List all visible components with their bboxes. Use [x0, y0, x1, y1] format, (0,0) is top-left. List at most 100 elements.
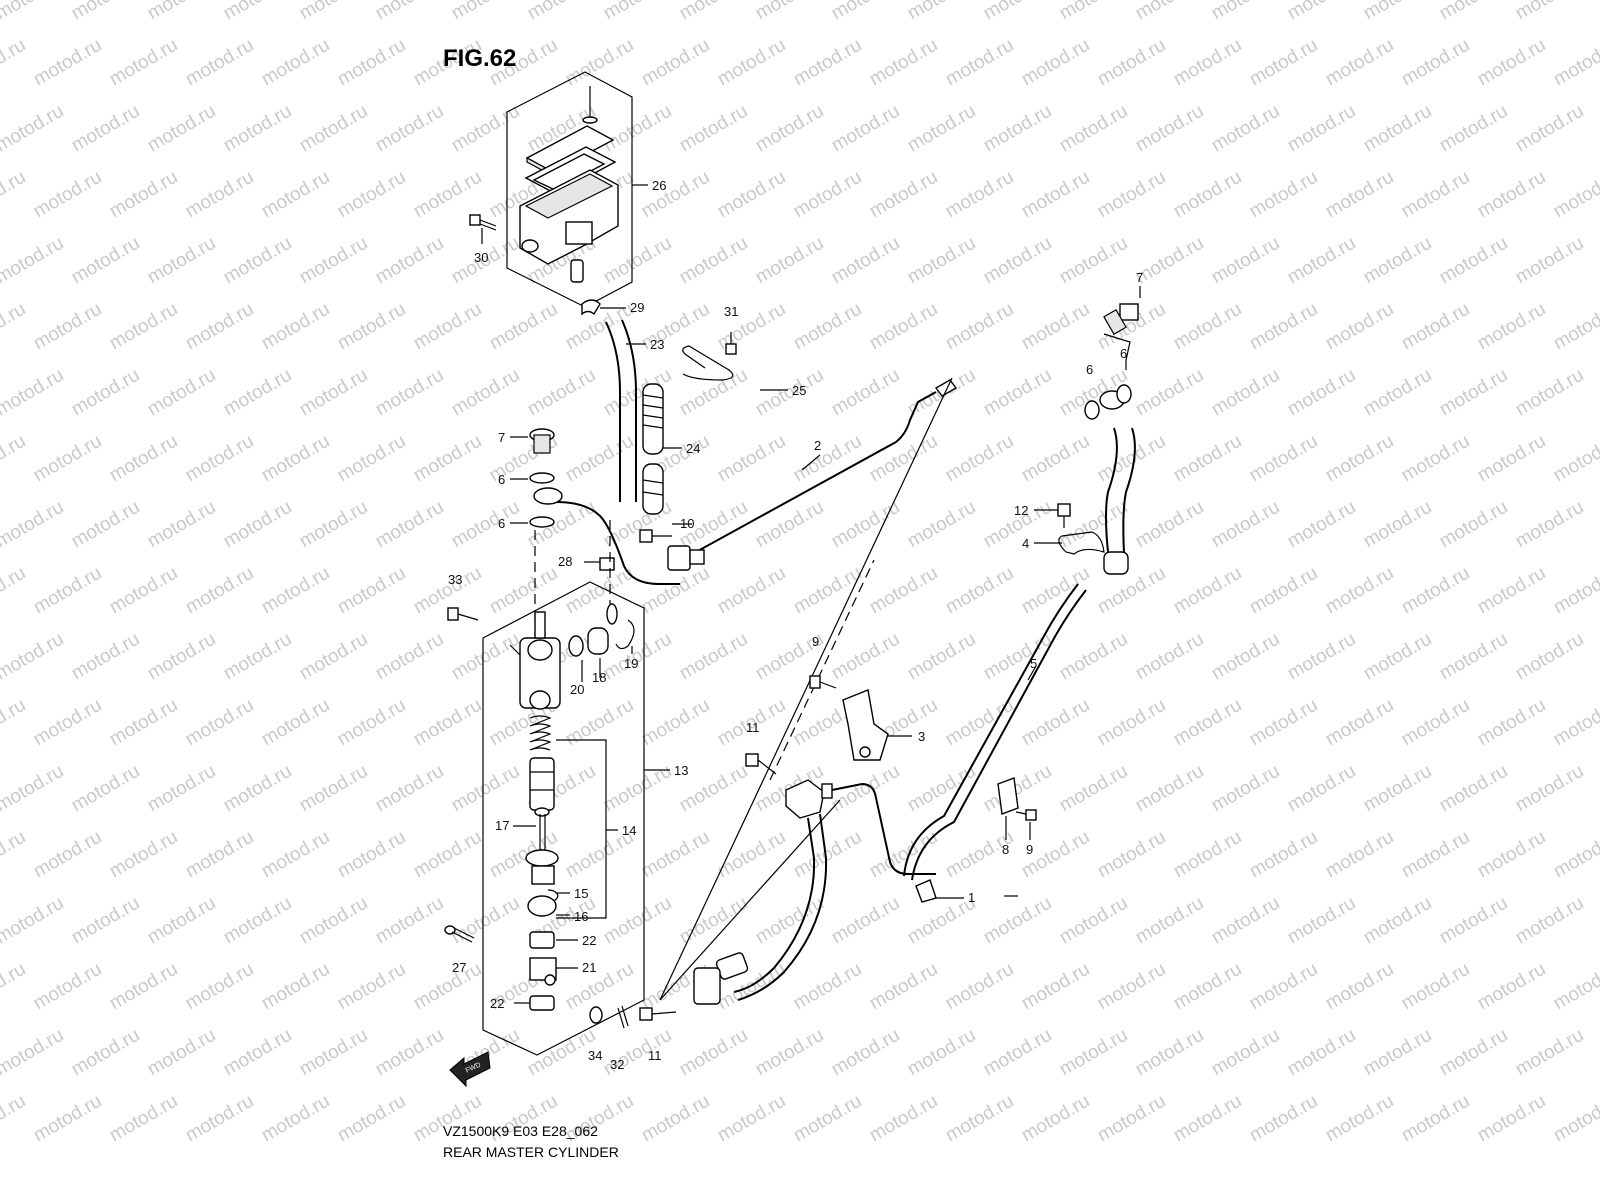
watermark-text: motod.ru — [106, 35, 181, 91]
watermark-text: motod.ru — [1132, 497, 1207, 553]
watermark-text: motod.ru — [372, 497, 447, 553]
watermark-text: motod.ru — [144, 629, 219, 685]
watermark-text: motod.ru — [1550, 299, 1600, 355]
watermark-text: motod.ru — [1018, 167, 1093, 223]
bolt-11-lower — [639, 1007, 677, 1021]
watermark-text: motod.ru — [30, 827, 105, 883]
master-cylinder-body — [509, 611, 561, 710]
watermark-text: motod.ru — [790, 959, 865, 1015]
watermark-text: motod.ru — [1398, 563, 1473, 619]
watermark-text: motod.ru — [0, 563, 29, 619]
watermark-text: motod.ru — [296, 893, 371, 949]
watermark-text: motod.ru — [562, 299, 637, 355]
watermark-text: motod.ru — [1094, 959, 1169, 1015]
watermark-text: motod.ru — [904, 0, 979, 24]
watermark-text: motod.ru — [182, 695, 257, 751]
watermark-text: motod.ru — [410, 167, 485, 223]
brake-pipe-1 — [831, 782, 936, 875]
watermark-text: motod.ru — [980, 101, 1055, 157]
figure-label: FIG.62 — [443, 45, 516, 72]
watermark-layer: motod.ru motod.ru motod.ru motod.ru motod.ru… — [0, 0, 1600, 1146]
watermark-text: motod.ru — [790, 167, 865, 223]
watermark-text: motod.ru — [1436, 629, 1511, 685]
watermark-text: motod.ru — [0, 35, 29, 91]
watermark-text: motod.ru — [68, 0, 143, 24]
watermark-text: motod.ru — [1056, 629, 1131, 685]
watermark-text: motod.ru — [1246, 959, 1321, 1015]
bracket-3 — [842, 689, 889, 761]
watermark-text: motod.ru — [942, 1091, 1017, 1147]
watermark-text: motod.ru — [904, 101, 979, 157]
callout-11-upper: 11 — [746, 720, 760, 735]
hose-clip-4 — [1058, 531, 1105, 555]
watermark-text: motod.ru — [1360, 233, 1435, 289]
bolt-31 — [725, 332, 737, 355]
watermark-text: motod.ru — [904, 629, 979, 685]
watermark-text: motod.ru — [258, 35, 333, 91]
watermark-text: motod.ru — [1474, 431, 1549, 487]
watermark-text: motod.ru — [106, 827, 181, 883]
hose-ferrule — [1103, 551, 1129, 575]
callout-11-lower: 11 — [648, 1048, 662, 1063]
watermark-text: motod.ru — [372, 893, 447, 949]
watermark-text: motod.ru — [1436, 365, 1511, 421]
o-ring-20 — [568, 635, 584, 657]
watermark-text: motod.ru — [562, 695, 637, 751]
watermark-text: motod.ru — [220, 101, 295, 157]
watermark-text: motod.ru — [714, 35, 789, 91]
watermark-text: motod.ru — [334, 563, 409, 619]
watermark-text: motod.ru — [1208, 0, 1283, 24]
watermark-text: motod.ru — [182, 1091, 257, 1147]
watermark-text: motod.ru — [1132, 1025, 1207, 1081]
clip-28 — [599, 557, 615, 571]
watermark-text: motod.ru — [1246, 35, 1321, 91]
watermark-text: motod.ru — [600, 497, 675, 553]
watermark-text: motod.ru — [562, 431, 637, 487]
watermark-text: motod.ru — [904, 761, 979, 817]
boot-16 — [527, 895, 557, 917]
piston-assembly — [529, 757, 555, 811]
watermark-text: motod.ru — [1322, 299, 1397, 355]
watermark-text: motod.ru — [1512, 497, 1587, 553]
union-bolt-7-left — [529, 428, 555, 454]
push-rod-17 — [534, 807, 550, 850]
reservoir-group-frame — [506, 71, 633, 308]
watermark-text: motod.ru — [30, 1091, 105, 1147]
watermark-text: motod.ru — [1284, 629, 1359, 685]
watermark-text: motod.ru — [68, 761, 143, 817]
watermark-text: motod.ru — [600, 893, 675, 949]
watermark-text: motod.ru — [828, 365, 903, 421]
bolt-9-upper — [809, 675, 837, 689]
watermark-text: motod.ru — [1398, 431, 1473, 487]
callout-10: 10 — [680, 516, 694, 531]
watermark-text: motod.ru — [752, 101, 827, 157]
watermark-text: motod.ru — [334, 431, 409, 487]
brake-pipe-2 — [695, 391, 937, 553]
watermark-text: motod.ru — [790, 299, 865, 355]
watermark-text: motod.ru — [1018, 563, 1093, 619]
watermark-text: motod.ru — [638, 563, 713, 619]
watermark-text: motod.ru — [714, 431, 789, 487]
watermark-text: motod.ru — [296, 497, 371, 553]
callout-28: 28 — [558, 554, 572, 569]
callout-1: 1 — [968, 890, 975, 905]
circlip-19 — [615, 619, 635, 650]
watermark-text: motod.ru — [30, 695, 105, 751]
watermark-text: motod.ru — [1246, 695, 1321, 751]
watermark-text: motod.ru — [410, 299, 485, 355]
watermark-text: motod.ru — [220, 233, 295, 289]
nut-22-lower — [529, 995, 555, 1011]
watermark-text: motod.ru — [1360, 1025, 1435, 1081]
watermark-text: motod.ru — [980, 233, 1055, 289]
watermark-text: motod.ru — [1436, 893, 1511, 949]
watermark-text: motod.ru — [942, 431, 1017, 487]
brake-hose-union — [533, 487, 705, 585]
watermark-text: motod.ru — [372, 761, 447, 817]
watermark-text: motod.ru — [866, 35, 941, 91]
watermark-text: motod.ru — [1094, 1091, 1169, 1147]
watermark-text: motod.ru — [1170, 299, 1245, 355]
watermark-text: motod.ru — [334, 695, 409, 751]
piston-spring — [529, 715, 552, 751]
watermark-text: motod.ru — [30, 167, 105, 223]
callout-14: 14 — [622, 823, 636, 838]
